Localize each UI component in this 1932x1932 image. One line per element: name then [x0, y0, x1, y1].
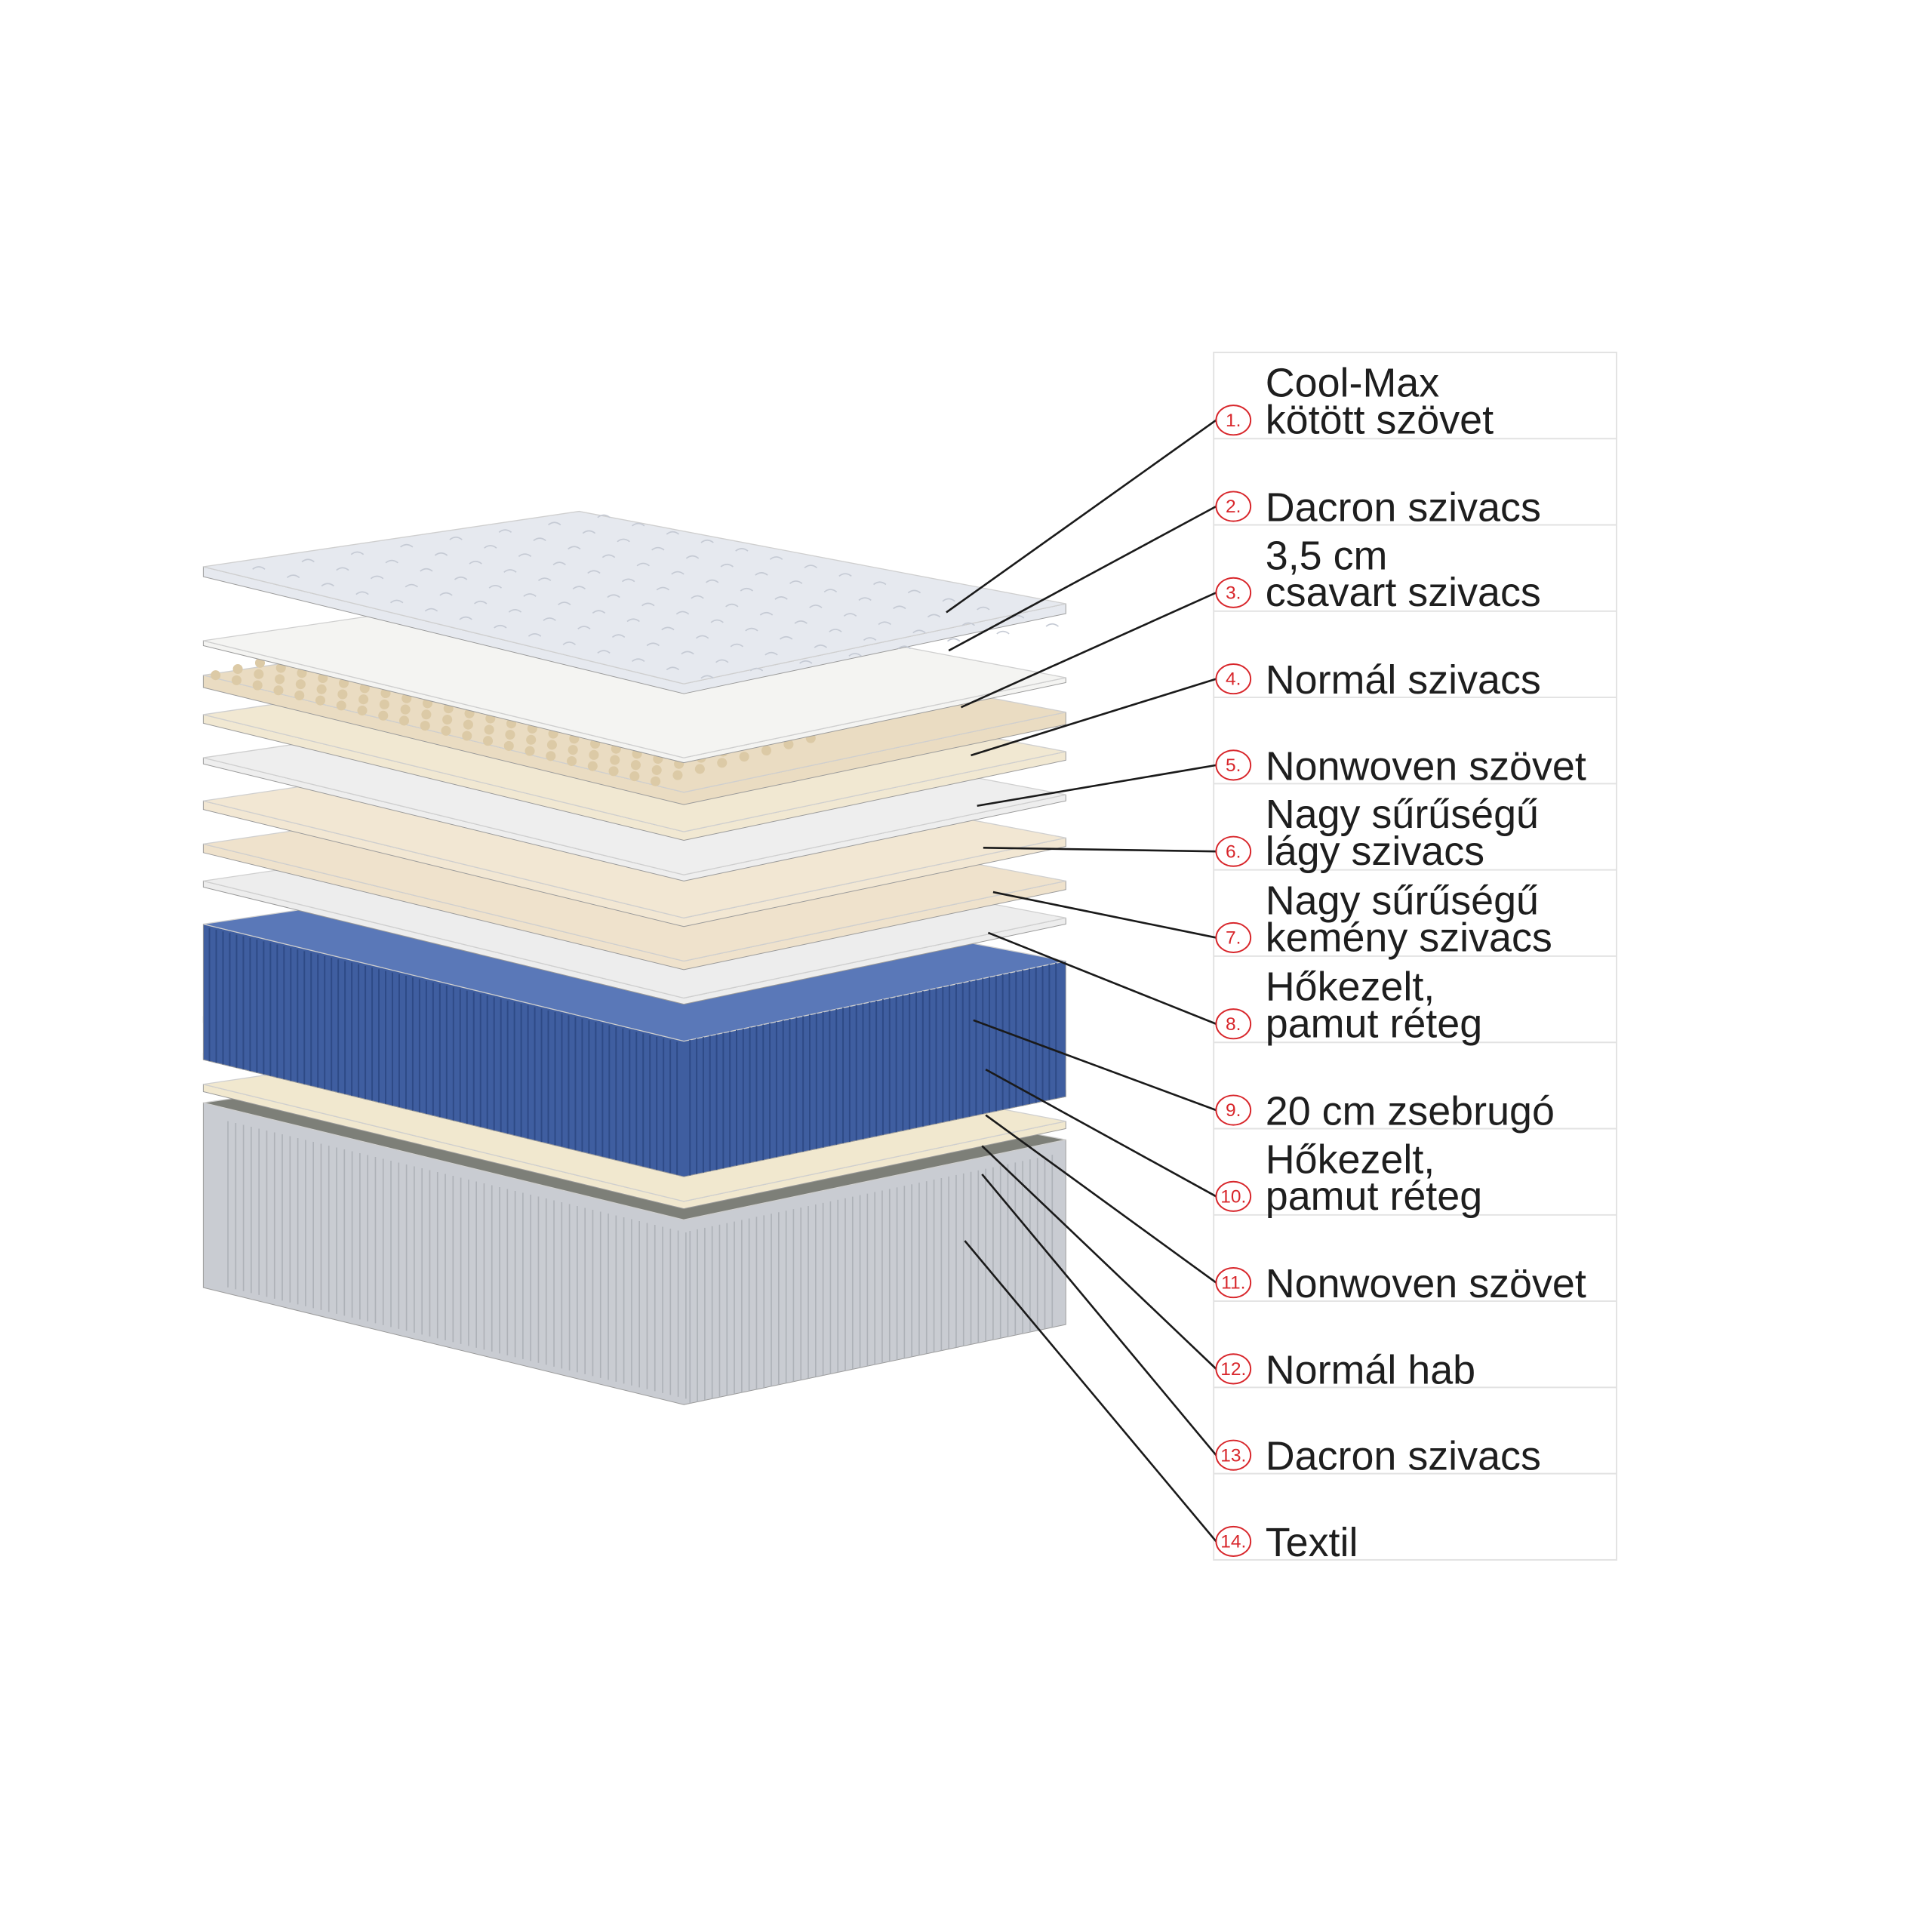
- leader-line: [973, 1019, 1217, 1112]
- legend-item: 9. 20 cm zsebrugó: [1215, 1089, 1555, 1134]
- leader-line: [971, 678, 1217, 757]
- layer-label: Textil: [1266, 1520, 1358, 1565]
- leader-line: [983, 846, 1217, 853]
- leader-line: [948, 505, 1217, 652]
- layer-label: pamut réteg: [1266, 1174, 1482, 1219]
- leader-line: [960, 592, 1217, 709]
- layer-label: 3,5 cm: [1266, 533, 1388, 578]
- number-circle-icon: [1215, 1267, 1252, 1299]
- mattress-illustration: [202, 510, 1066, 1405]
- layer-label: lágy szivacs: [1266, 829, 1484, 874]
- legend-item: 11. Nonwoven szövet: [1215, 1261, 1586, 1306]
- layer-number: 4.: [1226, 669, 1241, 690]
- layer-label: Cool-Max: [1266, 361, 1440, 406]
- number-circle-icon: [1215, 577, 1252, 608]
- number-circle-icon: [1215, 663, 1252, 695]
- number-circle-icon: [1215, 921, 1252, 954]
- layer-number: 6.: [1226, 841, 1241, 862]
- number-circle-icon: [1215, 1353, 1252, 1385]
- leader-line: [985, 1114, 1217, 1284]
- layer-number: 12.: [1220, 1359, 1246, 1380]
- legend-table: [1213, 351, 1618, 1561]
- layer-label: pamut réteg: [1266, 1001, 1482, 1047]
- layer-number: 5.: [1226, 755, 1241, 776]
- number-circle-icon: [1215, 1439, 1252, 1471]
- legend-item: 12. Normál hab: [1215, 1347, 1475, 1392]
- layer-number: 9.: [1226, 1100, 1241, 1121]
- layer-number: 14.: [1220, 1532, 1246, 1552]
- layer-number: 11.: [1221, 1273, 1245, 1294]
- number-circle-icon: [1215, 1180, 1252, 1212]
- legend-item: 5. Nonwoven szövet: [1215, 743, 1586, 789]
- number-circle-icon: [1215, 1094, 1252, 1126]
- leader-line: [985, 1068, 1217, 1198]
- leader-line: [987, 931, 1217, 1025]
- layer-1-coolmax: [202, 510, 1066, 694]
- leader-line: [964, 1240, 1217, 1543]
- number-circle-icon: [1215, 491, 1252, 522]
- legend-item: 4. Normál szivacs: [1215, 657, 1541, 703]
- layer-label: kötött szövet: [1266, 398, 1494, 443]
- number-circle-icon: [1215, 1525, 1252, 1558]
- layer-label: Nagy sűrűségű: [1266, 878, 1539, 923]
- layer-label: csavart szivacs: [1266, 570, 1541, 615]
- layer-label: Dacron szivacs: [1266, 485, 1541, 531]
- layer-label: Nagy sűrűségű: [1266, 792, 1539, 837]
- leader-line: [992, 891, 1217, 939]
- legend-item: 13. Dacron szivacs: [1215, 1434, 1541, 1479]
- layer-label: Normál hab: [1266, 1347, 1475, 1392]
- legend-item: 14. Textil: [1215, 1520, 1358, 1565]
- layer-number: 13.: [1220, 1445, 1246, 1466]
- layer-label: Hőkezelt,: [1266, 964, 1435, 1010]
- layer-label: Nonwoven szövet: [1266, 1261, 1586, 1306]
- number-circle-icon: [1215, 405, 1252, 436]
- legend-item: 8. Hőkezelt,pamut réteg: [1215, 964, 1482, 1047]
- layer-number: 1.: [1226, 411, 1241, 431]
- leader-line: [977, 764, 1217, 808]
- layer-number: 10.: [1220, 1186, 1246, 1207]
- layer-number: 8.: [1226, 1014, 1241, 1035]
- leader-line: [946, 419, 1217, 614]
- number-circle-icon: [1215, 749, 1252, 781]
- layer-label: Nonwoven szövet: [1266, 743, 1586, 789]
- layer-label: Dacron szivacs: [1266, 1434, 1541, 1479]
- layer-label: 20 cm zsebrugó: [1266, 1089, 1555, 1134]
- legend-item: 10. Hőkezelt,pamut réteg: [1215, 1137, 1482, 1219]
- leader-line: [981, 1174, 1217, 1456]
- layer-label: kemény szivacs: [1266, 915, 1552, 960]
- legend-item: 2. Dacron szivacs: [1215, 485, 1541, 531]
- leader-lines: [946, 419, 1217, 1543]
- number-circle-icon: [1215, 1008, 1252, 1040]
- layer-label: Normál szivacs: [1266, 657, 1541, 703]
- layer-number: 7.: [1226, 928, 1241, 949]
- leader-line: [981, 1145, 1217, 1370]
- layer-number: 2.: [1226, 497, 1241, 517]
- layer-number: 3.: [1226, 583, 1241, 603]
- number-circle-icon: [1215, 835, 1252, 867]
- layer-label: Hőkezelt,: [1266, 1137, 1435, 1182]
